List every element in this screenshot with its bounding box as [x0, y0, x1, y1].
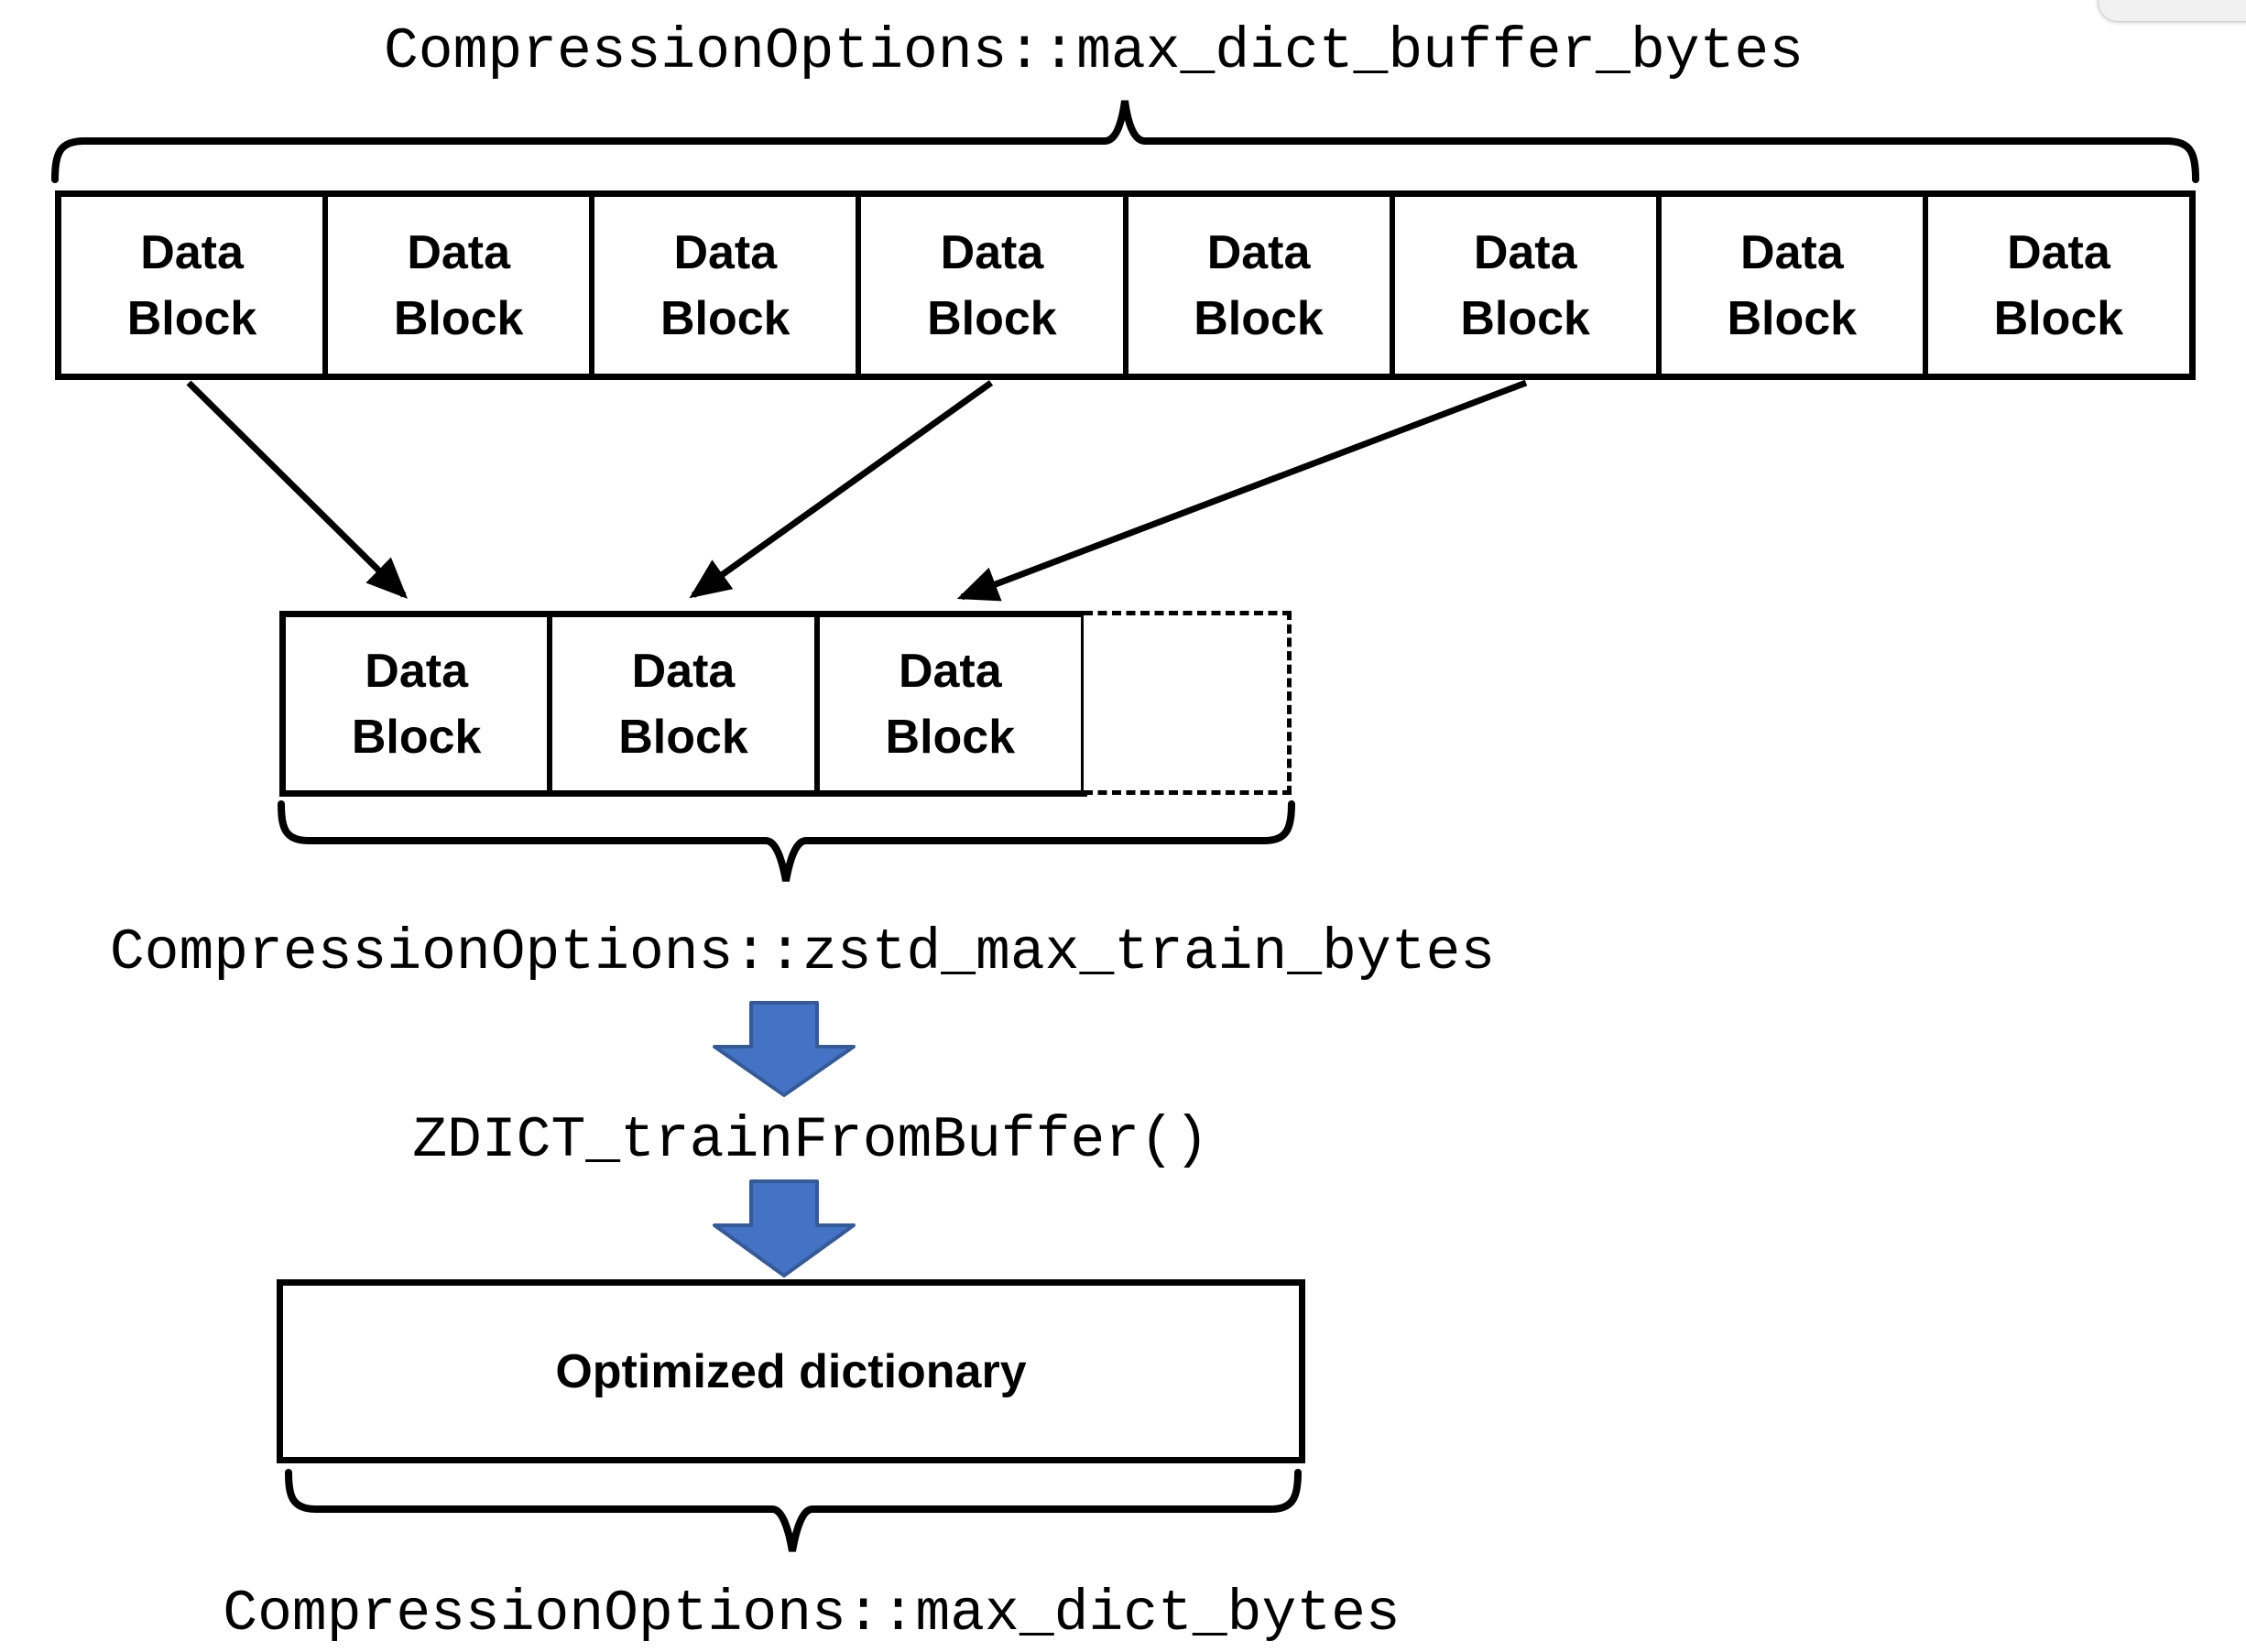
data-block-label: Block	[126, 291, 257, 345]
data-block-label: Data	[1739, 225, 1844, 279]
data-block-label: Data	[407, 225, 511, 279]
data-block-label: Block	[618, 710, 748, 764]
label-zstd-max-train-bytes: CompressionOptions::zstd_max_train_bytes	[109, 920, 1496, 985]
data-block-label: Block	[1727, 291, 1858, 345]
data-block: Data Block	[61, 197, 322, 374]
label-max-dict-bytes: CompressionOptions::max_dict_bytes	[223, 1581, 1401, 1647]
max-dict-bytes-brace	[285, 1469, 1302, 1552]
sample-arrow-2-icon	[689, 380, 994, 599]
data-block: Data Block	[1389, 197, 1656, 374]
sample-arrow-1-icon	[186, 380, 408, 599]
data-block-label: Data	[140, 225, 244, 279]
data-block-label: Block	[351, 710, 482, 764]
data-block-label: Data	[940, 225, 1044, 279]
data-block: Data Block	[589, 197, 856, 374]
data-block-label: Block	[1993, 291, 2124, 345]
data-block-label: Data	[1206, 225, 1311, 279]
zstd-max-train-bytes-brace	[278, 800, 1295, 882]
data-block-label: Block	[1194, 291, 1324, 345]
remaining-capacity-box	[1084, 611, 1292, 795]
data-block-label: Block	[885, 710, 1016, 764]
data-block-label: Block	[927, 291, 1057, 345]
optimized-dictionary-box: Optimized dictionary	[277, 1279, 1305, 1463]
data-block-label: Data	[898, 644, 1002, 698]
data-block-label: Block	[1460, 291, 1590, 345]
data-block: Data Block	[322, 197, 589, 374]
max-dict-buffer-bytes-brace	[51, 100, 2199, 183]
train-sample-row: Data Block Data Block Data Block	[279, 611, 1087, 797]
data-block: Data Block	[1122, 197, 1390, 374]
label-max-dict-buffer-bytes: CompressionOptions::max_dict_buffer_byte…	[383, 19, 1804, 84]
data-block: Data Block	[856, 197, 1122, 374]
data-block-label: Data	[673, 225, 778, 279]
data-block: Data Block	[813, 617, 1081, 790]
sample-arrow-3-icon	[956, 379, 1528, 602]
data-block-label: Data	[631, 644, 736, 698]
data-block-label: Data	[365, 644, 469, 698]
down-arrow-output-icon	[713, 1179, 856, 1277]
data-block-label: Data	[1473, 225, 1577, 279]
down-arrow-train-icon	[713, 1001, 856, 1097]
optimized-dictionary-label: Optimized dictionary	[555, 1344, 1027, 1398]
data-block-label: Data	[2007, 225, 2110, 279]
data-block-label: Block	[393, 291, 524, 345]
data-block: Data Block	[1655, 197, 1923, 374]
data-block-label: Block	[660, 291, 790, 345]
data-block: Data Block	[547, 617, 813, 790]
window-corner-artifact	[2098, 0, 2246, 22]
data-block: Data Block	[1922, 197, 2189, 374]
label-zdict-train-from-buffer: ZDICT_trainFromBuffer()	[412, 1108, 1209, 1173]
source-buffer-row: Data Block Data Block Data Block Data Bl…	[55, 190, 2196, 380]
data-block: Data Block	[286, 617, 547, 790]
